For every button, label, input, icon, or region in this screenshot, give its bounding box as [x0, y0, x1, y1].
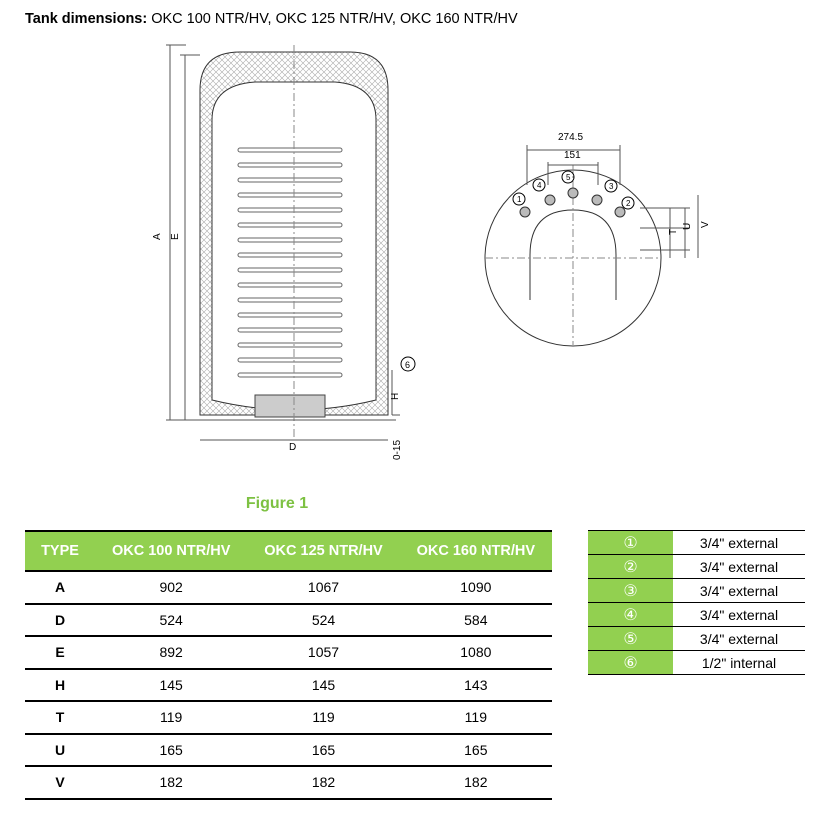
- page-title: Tank dimensions: OKC 100 NTR/HV, OKC 125…: [25, 11, 518, 27]
- table-cell: 119: [247, 701, 400, 735]
- label-6: 6: [405, 360, 410, 370]
- side-view: A E D H 0-15 6: [152, 44, 416, 460]
- table-cell: 1080: [399, 636, 552, 670]
- row-type: V: [25, 766, 95, 800]
- figure-caption: Figure 1: [245, 495, 309, 512]
- table-cell: 902: [95, 571, 248, 605]
- table-cell: 182: [247, 766, 400, 800]
- table-cell: 165: [247, 733, 400, 767]
- connection-number: ④: [588, 602, 673, 627]
- header-okc125: OKC 125 NTR/HV: [247, 530, 400, 572]
- label-E: E: [170, 233, 181, 240]
- table-cell: 1057: [247, 636, 400, 670]
- label-151: 151: [564, 150, 581, 161]
- label-4: 4: [537, 181, 542, 190]
- table-cell: 119: [95, 701, 248, 735]
- label-V: V: [700, 221, 711, 228]
- connection-size: 3/4" external: [673, 554, 805, 579]
- table-cell: 145: [95, 668, 248, 702]
- label-A: A: [152, 233, 163, 240]
- title-bold: Tank dimensions:: [25, 11, 148, 27]
- top-view: 274.5 151 1 2 3 4 5 T U V: [484, 132, 711, 347]
- header-okc160: OKC 160 NTR/HV: [399, 530, 552, 572]
- table-cell: 165: [399, 733, 552, 767]
- connection-number: ⑤: [588, 626, 673, 651]
- table-cell: 182: [95, 766, 248, 800]
- connection-number: ②: [588, 554, 673, 579]
- row-type: T: [25, 701, 95, 735]
- label-3: 3: [609, 182, 614, 191]
- label-D: D: [289, 442, 296, 453]
- table-cell: 145: [247, 668, 400, 702]
- label-0-15: 0-15: [392, 440, 403, 460]
- label-U: U: [682, 223, 693, 230]
- dimensions-table: TYPE OKC 100 NTR/HV OKC 125 NTR/HV OKC 1…: [25, 530, 552, 800]
- row-type: E: [25, 636, 95, 670]
- connection-number: ⑥: [588, 650, 673, 675]
- table-cell: 1090: [399, 571, 552, 605]
- title-models: OKC 100 NTR/HV, OKC 125 NTR/HV, OKC 160 …: [147, 11, 518, 27]
- header-okc100: OKC 100 NTR/HV: [95, 530, 248, 572]
- row-type: D: [25, 603, 95, 637]
- table-cell: 165: [95, 733, 248, 767]
- label-1: 1: [517, 195, 522, 204]
- row-type: H: [25, 668, 95, 702]
- connection-number: ①: [588, 530, 673, 555]
- table-cell: 143: [399, 668, 552, 702]
- header-type: TYPE: [25, 530, 95, 572]
- row-type: U: [25, 733, 95, 767]
- connection-size: 1/2" internal: [673, 650, 805, 675]
- tank-drawing: A E D H 0-15 6 274.5 151 1 2 3 4 5 T U V: [152, 44, 711, 460]
- label-274-5: 274.5: [558, 132, 583, 143]
- table-cell: 524: [247, 603, 400, 637]
- table-cell: 182: [399, 766, 552, 800]
- connection-number: ③: [588, 578, 673, 603]
- table-cell: 892: [95, 636, 248, 670]
- label-T: T: [668, 229, 679, 235]
- connection-size: 3/4" external: [673, 602, 805, 627]
- connection-size: 3/4" external: [673, 578, 805, 603]
- table-cell: 524: [95, 603, 248, 637]
- table-cell: 584: [399, 603, 552, 637]
- table-header-row: TYPE OKC 100 NTR/HV OKC 125 NTR/HV OKC 1…: [25, 530, 552, 572]
- connection-size: 3/4" external: [673, 626, 805, 651]
- row-type: A: [25, 571, 95, 605]
- label-H: H: [390, 393, 401, 400]
- table-cell: 119: [399, 701, 552, 735]
- connection-size: 3/4" external: [673, 530, 805, 555]
- label-2: 2: [626, 199, 631, 208]
- table-cell: 1067: [247, 571, 400, 605]
- label-5: 5: [566, 173, 571, 182]
